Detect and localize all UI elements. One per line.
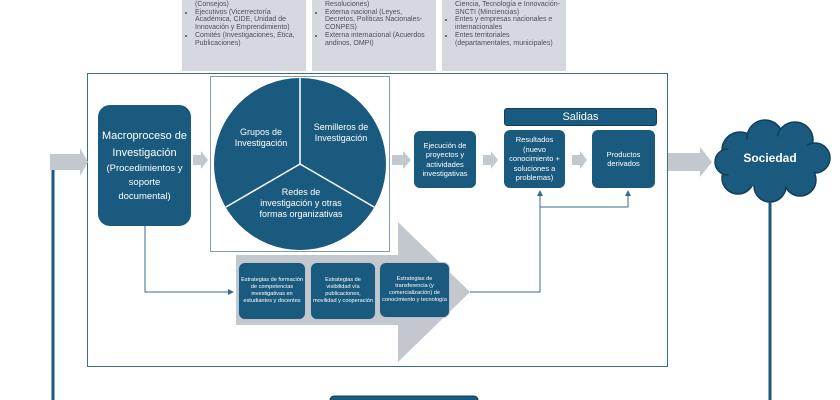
list-item: Comités (Investigaciones, Ética, Publica… — [195, 32, 301, 47]
strategy-formacion: Estrategias de formación de competencias… — [238, 262, 306, 320]
segment-redes: Redes de investigación y otras formas or… — [259, 187, 343, 219]
regulation-box: Resoluciones) Externa nacional (Leyes, D… — [312, 0, 436, 71]
stakeholders-box: Ciencia, Tecnología e Innovación-SNCTI (… — [442, 0, 566, 71]
box-text: Ciencia, Tecnología e Innovación-SNCTI (… — [455, 1, 560, 16]
arrow-icon — [392, 151, 411, 169]
list-item: Externa internacional (Acuerdos andinos,… — [325, 32, 431, 47]
arrow-icon — [483, 151, 498, 169]
sociedad-label: Sociedad — [743, 151, 797, 165]
list-item: Externa nacional (Leyes, Decretos, Polít… — [325, 9, 431, 32]
productos-box: Productos derivados — [592, 130, 655, 188]
salidas-header: Salidas — [504, 108, 657, 126]
circle-frame: Grupos de Investigación Semilleros de In… — [210, 76, 390, 252]
segment-grupos: Grupos de Investigación — [234, 127, 288, 148]
box-text: Resoluciones) — [325, 1, 370, 8]
segment-semilleros: Semilleros de Investigación — [313, 122, 369, 143]
input-arrow — [50, 148, 88, 176]
research-structures-circle — [214, 78, 386, 250]
strategy-transferencia: Estrategias de transferencia (y comercia… — [379, 262, 450, 318]
list-item: Entes y empresas nacionales e internacio… — [455, 16, 561, 31]
bottom-box — [329, 395, 479, 400]
macroproceso-subtitle: (Procedimientos y soporte documental) — [106, 162, 183, 202]
strategy-visibilidad: Estrategias de visibilidad vía publicaci… — [310, 262, 376, 320]
macroproceso-title: Macroproceso de Investigación — [102, 129, 187, 159]
box-text: (Consejos) — [195, 1, 229, 8]
resultados-box: Resultados (nuevo conocimiento + solucio… — [504, 130, 565, 188]
ejecucion-box: Ejecución de proyectos y actividades inv… — [414, 131, 476, 188]
governance-box: (Consejos) Ejecutivos (Vicerrectoría Aca… — [182, 0, 306, 71]
list-item: Entes territoriales (departamentales, mu… — [455, 32, 561, 47]
output-arrow — [668, 147, 712, 177]
arrow-icon — [193, 151, 208, 169]
list-item: Ejecutivos (Vicerrectoría Académica, CID… — [195, 9, 301, 32]
macroproceso-box: Macroproceso de Investigación (Procedimi… — [98, 105, 191, 226]
process-frame — [87, 73, 668, 367]
arrow-icon — [572, 151, 587, 169]
